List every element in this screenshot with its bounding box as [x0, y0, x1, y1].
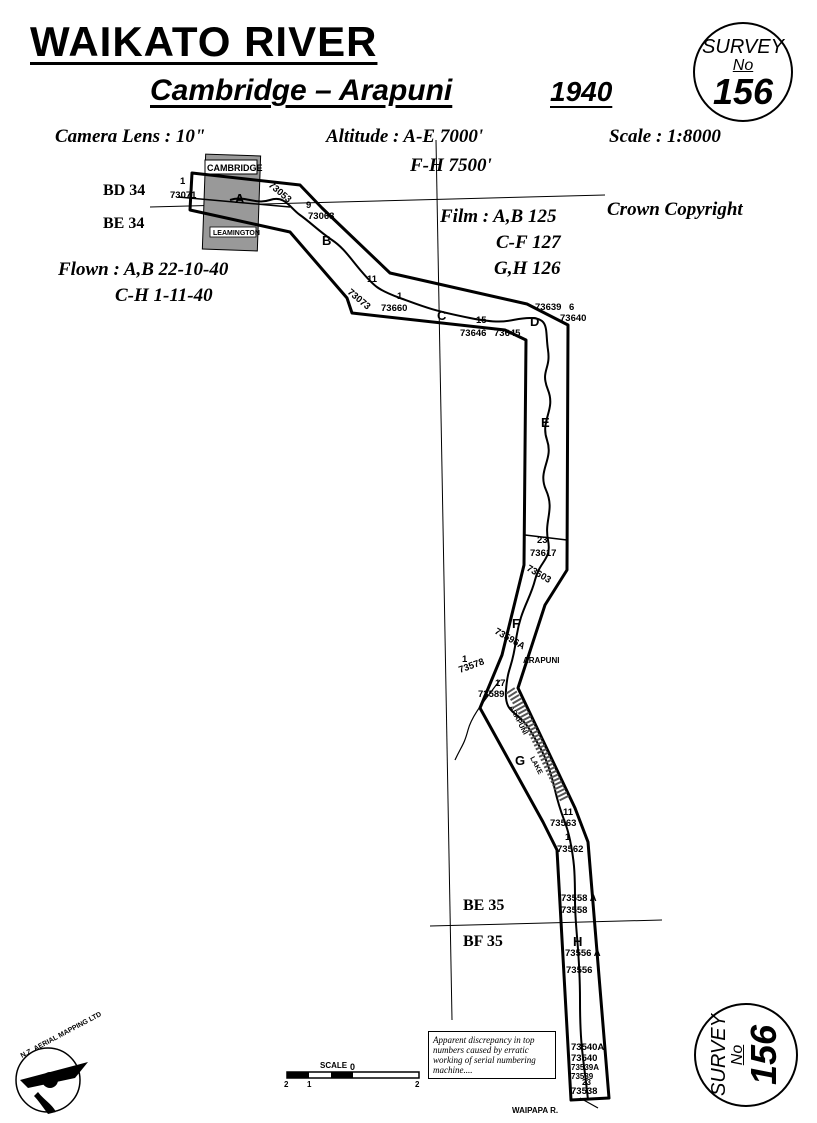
photo-number: 73063 [308, 211, 334, 222]
photo-number: 73563 [550, 818, 576, 829]
run-label-h: H [573, 934, 582, 949]
flown-text-2: C-H 1-11-40 [115, 285, 213, 306]
photo-number: 23 [537, 535, 548, 546]
photo-number: 73071 [170, 190, 197, 201]
photo-number: 1 [462, 654, 468, 665]
seal-survey-text: SURVEY [708, 1014, 730, 1096]
grid-label-bf35: BF 35 [463, 933, 503, 950]
scale-text: Scale : 1:8000 [609, 126, 721, 147]
photo-number: 23 [582, 1078, 591, 1087]
leamington-label-box [209, 226, 257, 238]
cambridge-label-box [204, 159, 258, 175]
survey-seal-bottom: SURVEY No 156 [694, 1003, 798, 1107]
photo-number: 73617 [530, 548, 556, 559]
photo-number: 73558 A [561, 893, 597, 904]
seal-number: 156 [712, 71, 774, 112]
run-label-g: G [515, 753, 525, 768]
photo-number: 73556 A [565, 948, 601, 959]
photo-number: 73603 [525, 563, 553, 586]
altitude-text-2: F-H 7500' [410, 155, 492, 176]
seal-number: 156 [743, 1024, 784, 1086]
seal-survey-text: SURVEY [702, 36, 784, 58]
scale-tick-mid: 1 [307, 1080, 312, 1089]
scale-bar [286, 1071, 420, 1079]
scale-bar-label: SCALE [320, 1061, 348, 1070]
nz-aerial-mapping-logo [15, 1047, 88, 1114]
photo-number: 11 [367, 274, 378, 285]
photo-number: 11 [563, 807, 574, 818]
seal-no-text: No [732, 57, 754, 74]
photo-number: 9 [306, 200, 311, 211]
film-text-2: C-F 127 [496, 232, 561, 253]
photo-number: 73589 [478, 689, 504, 700]
film-text-3: G,H 126 [494, 258, 561, 279]
grid-label-bd34: BD 34 [103, 182, 146, 199]
film-text-1: Film : A,B 125 [440, 206, 557, 227]
scale-bar-seg-1 [287, 1072, 309, 1078]
arapuni-label: ARAPUNI [523, 656, 559, 665]
sheet-boundary-be-bf-35 [429, 919, 663, 927]
sheet-boundary-meridian [435, 139, 453, 1021]
photo-number: 73556 [566, 965, 592, 976]
run-label-c: C [437, 308, 447, 323]
survey-seal-top: SURVEY No 156 [693, 22, 793, 122]
logo-nz-map-icon [34, 1092, 56, 1114]
photo-number: 73646 [460, 328, 486, 339]
flown-text-1: Flown : A,B 22-10-40 [58, 259, 229, 280]
leamington-label: LEAMINGTON [213, 230, 260, 237]
waikato-river [229, 197, 589, 1101]
serial-number-note: Apparent discrepancy in top numbers caus… [428, 1031, 556, 1079]
photo-number: 73539 [571, 1072, 594, 1081]
run-label-d: D [530, 314, 539, 329]
logo-text: N.Z. AERIAL MAPPING LTD [20, 1011, 103, 1060]
camera-lens-text: Camera Lens : 10" [55, 126, 206, 147]
photo-number: 73660 [381, 303, 407, 314]
photo-number: 1 [180, 176, 186, 187]
photo-number: 73538 [571, 1086, 597, 1097]
photo-number: 73639 [535, 302, 561, 313]
photo-number: 73539A [571, 1063, 599, 1072]
photo-number: 17 [495, 678, 506, 689]
scale-bar-seg-2 [331, 1072, 353, 1078]
photo-number: 15 [476, 315, 487, 326]
photo-number: 73540A [571, 1042, 604, 1053]
scale-tick-zero: 0 [350, 1062, 355, 1072]
waipapa-river-line [579, 1097, 599, 1109]
map-title: WAIKATO RIVER [30, 18, 378, 65]
arapuni-lake-label-2: LAKE [528, 756, 543, 776]
flight-strip-outline [188, 171, 611, 1102]
photo-number: 73540 [571, 1053, 597, 1064]
grid-label-be34: BE 34 [103, 215, 145, 232]
photo-number: 73596A [493, 626, 527, 652]
run-label-b: B [322, 233, 331, 248]
altitude-text-1: Altitude : A-E 7000' [326, 126, 484, 147]
strip-divider-a [177, 196, 291, 208]
photo-number: 1 [565, 832, 571, 843]
run-label-a: A [235, 191, 245, 206]
waipapa-label: WAIPAPA R. [512, 1106, 558, 1115]
map-subtitle: Cambridge – Arapuni [150, 74, 453, 107]
cambridge-label: CAMBRIDGE [207, 163, 263, 173]
copyright-text: Crown Copyright [607, 199, 743, 220]
photo-number: 73640 [560, 313, 586, 324]
run-label-e: E [541, 415, 550, 430]
scale-tick-right: 2 [415, 1080, 420, 1089]
grid-label-be35: BE 35 [463, 897, 505, 914]
map-year: 1940 [550, 76, 613, 107]
logo-hub-icon [42, 1072, 58, 1088]
scale-tick-left: 2 [284, 1080, 289, 1089]
photo-number: 1 [397, 291, 403, 302]
tributary-stream [454, 679, 501, 761]
photo-number: 73558 [561, 905, 587, 916]
arapuni-lake-hatch [505, 687, 570, 803]
photo-number: 73645 [494, 328, 521, 339]
photo-number: 73562 [557, 844, 583, 855]
strip-divider-e [524, 534, 568, 541]
photo-number: 6 [569, 302, 574, 313]
run-label-f: F [512, 616, 520, 631]
